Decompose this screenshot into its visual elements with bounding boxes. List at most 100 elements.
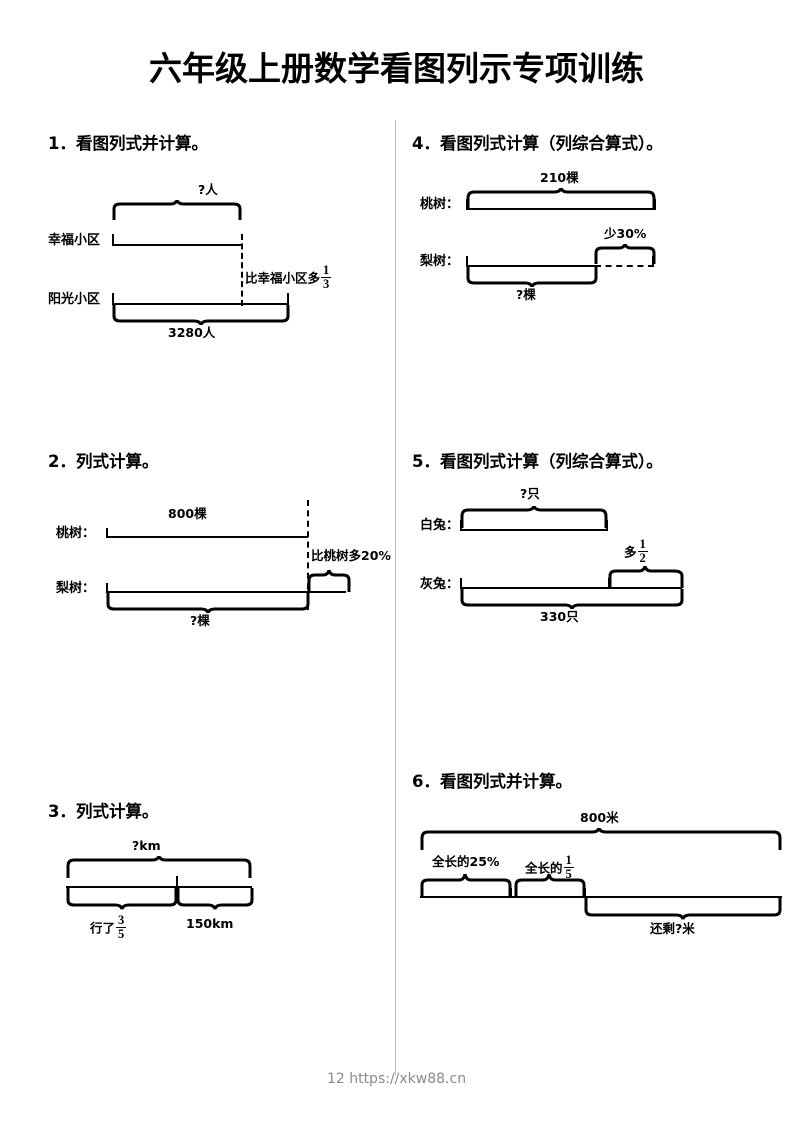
problem-2-row2-bar [106,591,346,593]
problem-3-segment2-label: 150km [186,916,234,931]
problem-6-top-brace-label: 800米 [580,810,619,825]
problem-3-bar [66,886,252,888]
problem-4-extra-brace [594,244,656,264]
problem-4-row2-bar-solid [466,265,595,267]
problem-1-row2-right-cap [287,293,289,305]
problem-6-segment1-brace [420,874,512,896]
problem-1-row1-bar [112,244,242,246]
problem-2-reference-dashed-line [307,500,309,610]
problem-3-segment1-prefix: 行了 [90,920,116,936]
problem-2-annotation: 比桃树多20% [311,548,391,563]
problem-6-bar [420,896,782,898]
problem-3-segment2-brace [176,888,254,910]
problem-1-bottom-brace-label: 3280人 [168,325,216,340]
problem-6-divider-1 [510,888,512,898]
problem-3-segment1-brace [66,888,178,910]
problem-5-row2-left-cap [460,578,462,589]
problem-5-bottom-brace [460,589,684,609]
problem-5-row1-left-cap [460,520,462,531]
problem-2-row2-left-cap [106,583,108,593]
problem-4: 4．看图列式计算（列综合算式）。 桃树： 梨树： 210棵 少30% [412,130,772,320]
problem-6-heading: 6．看图列式并计算。 [412,772,572,791]
problem-4-heading: 4．看图列式计算（列综合算式）。 [412,134,663,153]
problem-6-remainder-brace [584,898,782,920]
problem-5-row2-bar [460,587,682,589]
problem-3-top-brace-label: ?km [132,838,161,853]
problem-4-row2-label: 梨树： [420,254,460,269]
problem-6-remainder-label: 还剩?米 [650,921,695,936]
column-divider [395,120,396,1075]
problem-5-top-brace-label: ?只 [520,486,540,501]
problem-6-divider-2 [584,888,586,898]
problem-1-row1-label: 幸福小区 [48,233,101,248]
problem-1-row1-left-cap [112,234,114,246]
problem-4-row1-right-cap [654,199,656,210]
problem-1-row2-label: 阳光小区 [48,292,101,307]
problem-5-bottom-brace-label: 330只 [540,609,579,624]
problem-6-segment2-brace [514,874,586,896]
problem-1-bottom-brace [112,305,290,325]
problem-5-heading: 5．看图列式计算（列综合算式）。 [412,452,663,471]
problem-2-bottom-brace [106,593,310,613]
problem-2-row1-left-cap [106,528,108,538]
problem-2-row2-label: 梨树： [56,581,96,596]
problem-1-row2-left-cap [112,293,114,305]
problem-2-figure: 桃树： 梨树： 800棵 ?棵 比桃树多20% [48,500,391,650]
problem-1-heading: 1．看图列式并计算。 [48,134,208,153]
problem-2-bottom-brace-label: ?棵 [190,613,210,628]
problem-4-row2-bar-dotted [595,265,654,267]
problem-5-row1-bar [460,529,608,531]
problem-6-segment2-prefix: 全长的 [525,860,563,876]
problem-1-top-brace [112,200,242,220]
problem-3-heading: 3．列式计算。 [48,802,159,821]
problem-4-row1-bar [466,208,656,210]
problem-4-extra-brace-label: 少30% [604,226,647,241]
problem-6-segment1-label: 全长的25% [432,854,500,869]
problem-2-heading: 2．列式计算。 [48,452,159,471]
problem-4-row2-left-cap [466,256,468,267]
problem-5-row2-segment-divider [608,578,610,589]
problem-2-row1-value-label: 800棵 [168,506,207,521]
footer-watermark: 12 https://xkw88.cn [326,1071,467,1087]
problem-1: 1．看图列式并计算。 幸福小区 阳光小区 ?人 3280人 [48,130,388,339]
problem-4-bottom-brace [466,267,598,287]
problem-4-row1-label: 桃树： [420,197,460,212]
problem-2-row1-label: 桃树： [56,526,96,541]
problem-5-annotation-text: 多 [624,544,637,560]
problem-1-divider-dashed [241,234,243,306]
problem-1-annotation-text: 比幸福小区多 [245,270,321,286]
problem-5-row1-label: 白兔： [420,518,460,533]
problem-5-extra-brace [608,566,684,588]
problem-5-top-brace [460,506,608,528]
problem-1-row2-bar [112,303,289,305]
problem-4-row2-right-cap [652,256,654,267]
problem-4-top-brace [466,188,656,210]
problem-4-figure: 桃树： 梨树： 210棵 少30% [412,170,772,320]
problem-4-bottom-brace-label: ?棵 [516,287,536,302]
problem-3-top-brace [66,856,252,878]
problem-5-row1-right-cap [606,520,608,531]
problem-4-top-brace-label: 210棵 [540,170,579,185]
problem-4-row1-left-cap [466,199,468,210]
problem-1-top-brace-label: ?人 [198,182,218,197]
problem-6-top-brace [420,828,782,850]
problem-3-segment-divider [176,876,178,896]
page-title: 六年级上册数学看图列示专项训练 [149,49,644,88]
problem-2: 2．列式计算。 桃树： 梨树： 800棵 ?棵 比桃树多20% [48,448,391,650]
problem-2-row1-bar [106,536,308,538]
